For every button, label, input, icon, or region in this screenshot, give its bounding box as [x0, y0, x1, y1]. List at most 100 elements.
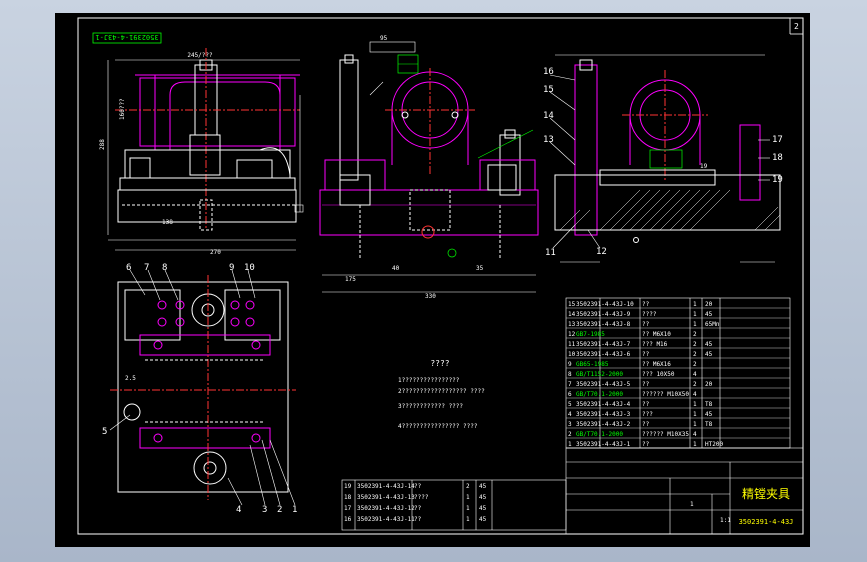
bom-no: 2	[568, 431, 572, 438]
part-label: 11	[545, 248, 556, 258]
bom-code: 3502391-4-43J-2	[576, 421, 631, 428]
bom-code: 3502391-4-43J-6	[576, 351, 631, 358]
technical-notes: ???? 1???????????????? 2????????????????…	[398, 359, 485, 430]
bom-code: 3502391-4-43J-1	[576, 441, 631, 448]
bom-code: 3502391-4-43J-8	[576, 321, 631, 328]
bom-no: 19	[344, 483, 352, 490]
bom-code: 3502391-4-43J-9	[576, 311, 631, 318]
bom-no: 14	[568, 311, 576, 318]
drawing-sheet	[55, 13, 810, 547]
svg-text:330: 330	[425, 293, 436, 300]
bom-material: T8	[705, 401, 713, 408]
bom-qty: 1	[693, 421, 697, 428]
bom-no: 1	[568, 441, 572, 448]
part-labels: 6 7 8 9 10 5 4 3 2 1 16 15 14 13 11 12 1…	[102, 67, 783, 515]
bom-code: 3502391-4-43J-3	[576, 411, 631, 418]
stamp-code: 3502391-4-43J-1	[95, 33, 158, 41]
bom-name: ??? 10X50	[642, 371, 675, 378]
bom-no: 5	[568, 401, 572, 408]
drawing-number: 3502391-4-43J	[739, 518, 794, 526]
bom-qty: 2	[466, 483, 470, 490]
stamp-box	[92, 32, 162, 44]
bom-name: ?? M6X16	[642, 361, 671, 368]
bom-no: 9	[568, 361, 572, 368]
part-label: 2	[277, 505, 282, 515]
svg-text:95: 95	[380, 35, 388, 42]
part-label: 4	[236, 505, 241, 515]
bom-material: T8	[705, 421, 713, 428]
bom-material: HT200	[705, 441, 723, 448]
bom-code: GB65-1985	[576, 361, 609, 368]
bom-no: 16	[344, 516, 352, 523]
bom-material: 45	[479, 483, 487, 490]
part-label: 16	[543, 67, 554, 77]
bom-name: ??	[414, 516, 422, 523]
bom-material: 45	[705, 351, 713, 358]
bom-no: 13	[568, 321, 576, 328]
bom-name: ?????? M10X50	[642, 391, 689, 398]
bom-material: 65Mn	[705, 321, 720, 328]
part-label: 7	[144, 263, 149, 273]
bom-name: ??	[642, 301, 650, 308]
bom-qty: 2	[693, 331, 697, 338]
bom-qty: 1	[693, 301, 697, 308]
section-view-right: 19	[554, 54, 781, 263]
part-label: 1	[292, 505, 297, 515]
svg-text:175: 175	[345, 276, 356, 283]
part-label: 10	[244, 263, 255, 273]
bom-name: ??	[642, 401, 650, 408]
part-label: 12	[596, 247, 607, 257]
bom-qty: 2	[693, 351, 697, 358]
bom-code: 3502391-4-43J-11	[357, 516, 415, 523]
bom-name: ??	[642, 321, 650, 328]
part-label: 15	[543, 85, 554, 95]
svg-text:19: 19	[700, 163, 708, 170]
bom-code: 3502391-4-43J-5	[576, 381, 631, 388]
part-label: 3	[262, 505, 267, 515]
bom-qty: 1	[466, 494, 470, 501]
bom-code: GB/T70.1-2000	[576, 391, 623, 398]
bom-code: GB/T1152-2000	[576, 371, 623, 378]
bom-no: 8	[568, 371, 572, 378]
svg-text:288: 288	[99, 139, 106, 150]
bom-qty: 4	[693, 431, 697, 438]
bom-material: 45	[705, 311, 713, 318]
bom-name: ????	[414, 494, 429, 501]
front-view: 245/??? 138 270 288 160???	[99, 48, 304, 256]
bom-code: 3502391-4-43J-4	[576, 401, 631, 408]
bom-no: 11	[568, 341, 576, 348]
leader-lines	[109, 74, 770, 506]
bom-material: 45	[479, 516, 487, 523]
bom-name: ??? M16	[642, 341, 668, 348]
bom-qty: 4	[693, 371, 697, 378]
bom-qty: 1	[693, 401, 697, 408]
bom-material: 20	[705, 381, 713, 388]
bom-no: 12	[568, 331, 576, 338]
svg-text:245/???: 245/???	[187, 52, 213, 59]
drawing-title: 精镗夹具	[742, 487, 790, 501]
bom-code: 3502391-4-43J-12	[357, 505, 415, 512]
scale-value: 1:1	[720, 517, 731, 524]
bom-no: 4	[568, 411, 572, 418]
part-label: 9	[229, 263, 234, 273]
bom-name: ??	[414, 505, 422, 512]
part-label: 8	[162, 263, 167, 273]
part-label: 19	[772, 175, 783, 185]
bom-no: 15	[568, 301, 576, 308]
bom-material: 45	[479, 505, 487, 512]
bom-code: 3502391-4-43J-14	[357, 483, 415, 490]
bom-code: 3502391-4-43J-13	[357, 494, 415, 501]
part-label: 18	[772, 153, 783, 163]
bom-qty: 1	[693, 321, 697, 328]
bom-name: ?????? M10X35	[642, 431, 689, 438]
note-line: 2?????????????????? ????	[398, 388, 485, 395]
bom-qty: 4	[693, 391, 697, 398]
section-view-middle: 95 175 330 40 35	[319, 35, 539, 300]
svg-text:160???: 160???	[119, 98, 126, 120]
bom-no: 6	[568, 391, 572, 398]
bom-no: 7	[568, 381, 572, 388]
notes-title: ????	[430, 359, 449, 368]
